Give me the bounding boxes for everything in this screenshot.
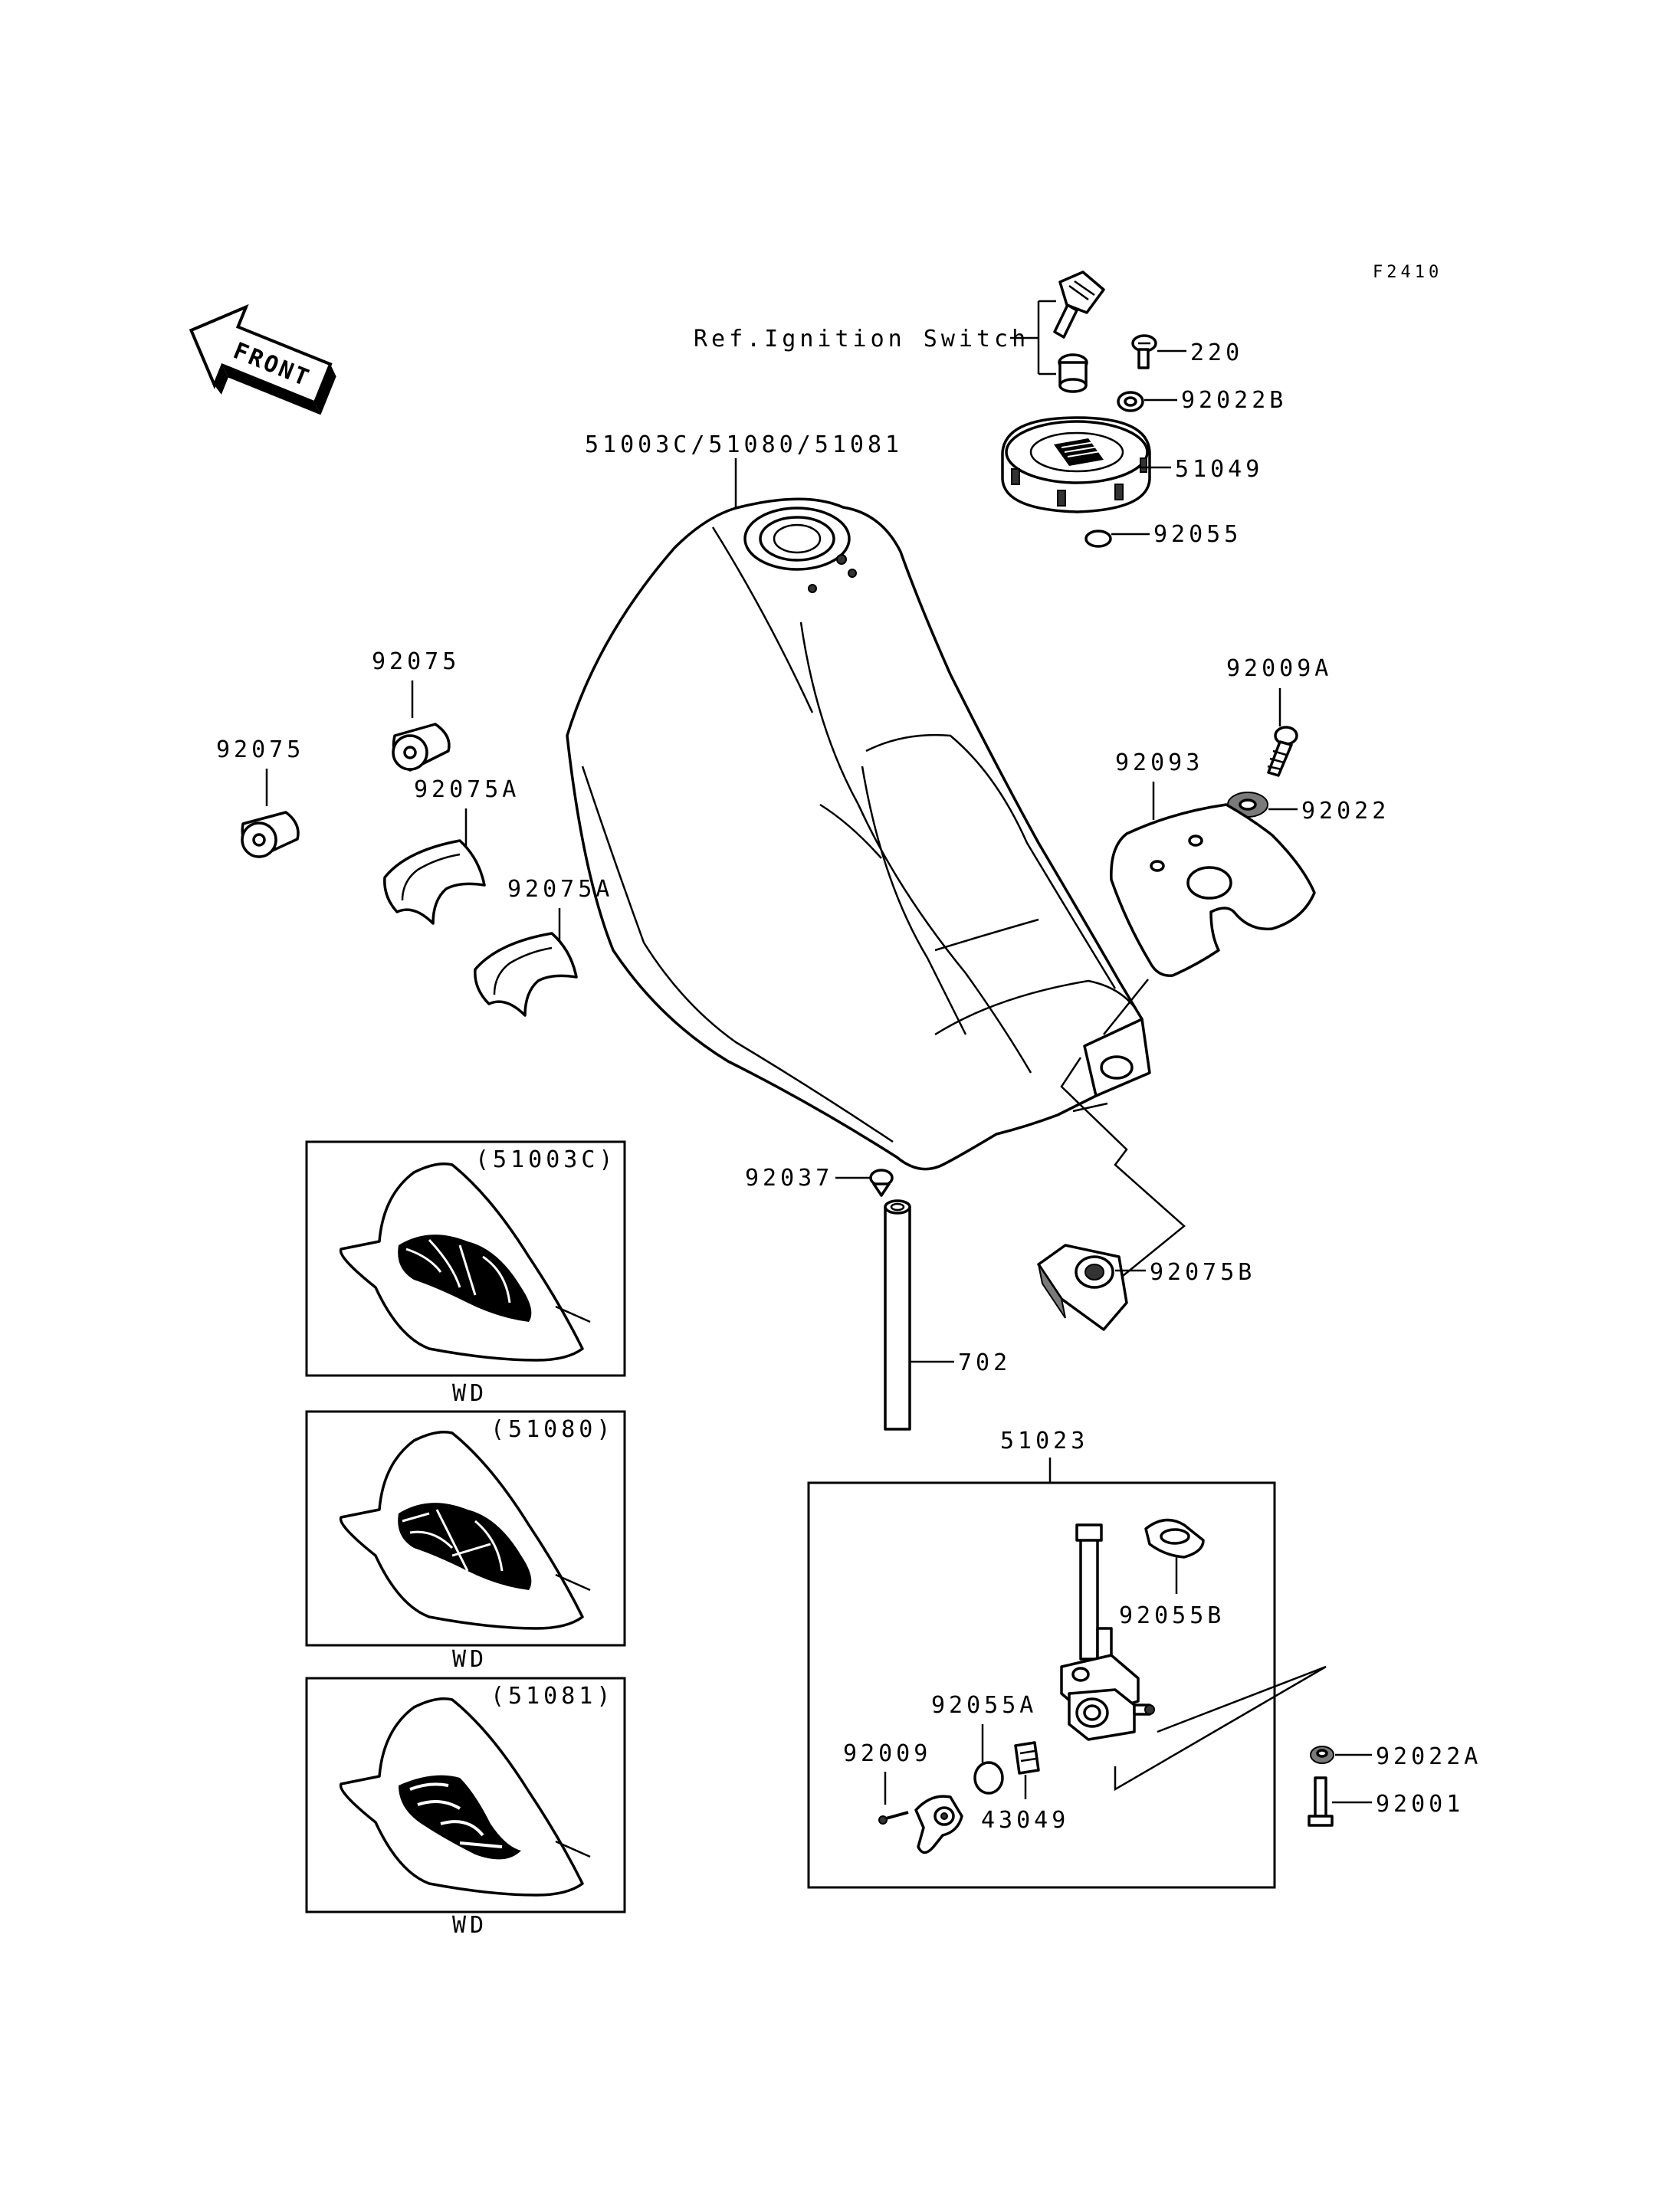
screw-220-icon	[1131, 334, 1157, 369]
bolt-92009A-icon	[1267, 726, 1298, 777]
variant-code-51080: (51080)	[491, 1416, 614, 1443]
label-92009A: 92009A	[1226, 655, 1332, 682]
diagram-code: F2410	[1373, 263, 1442, 282]
label-92037: 92037	[745, 1165, 833, 1192]
valve-lever-icon	[914, 1795, 963, 1854]
clip-92037-icon	[869, 1169, 894, 1197]
variant-code-51003C: (51003C)	[475, 1146, 617, 1173]
label-92001: 92001	[1376, 1791, 1464, 1818]
label-92009: 92009	[843, 1740, 931, 1767]
washer-92022B-icon	[1117, 391, 1144, 412]
variant-panel-51003C: (51003C) WD	[305, 1140, 626, 1407]
label-92075-left: 92075	[216, 736, 304, 763]
ignition-bracket	[1010, 300, 1056, 375]
rubber-92075A-upper-icon	[383, 839, 486, 925]
fuel-valve-kit-box	[807, 1481, 1276, 1889]
variant-panel-51080: (51080) WD	[305, 1410, 626, 1673]
rubber-92075-upper-icon	[392, 723, 451, 772]
rubber-92075-left-icon	[241, 811, 300, 858]
lock-cylinder-icon	[1058, 353, 1088, 393]
label-92075B: 92075B	[1150, 1259, 1255, 1286]
variant-tag-51003C: WD	[452, 1380, 487, 1407]
tank-graphic-51081-icon	[339, 1697, 591, 1897]
ref-ignition-switch-label: Ref.Ignition Switch	[694, 326, 1029, 353]
label-tank: 51003C/51080/51081	[585, 431, 903, 458]
variant-tag-51081: WD	[452, 1912, 487, 1939]
label-92075A-upper: 92075A	[414, 776, 520, 803]
washer-92022A-icon	[1310, 1746, 1334, 1764]
variant-code-51081: (51081)	[491, 1683, 614, 1710]
label-92022B: 92022B	[1181, 387, 1287, 414]
label-92022: 92022	[1301, 798, 1390, 825]
rubber-92075A-lower-icon	[474, 932, 578, 1017]
label-51049: 51049	[1175, 456, 1263, 483]
fuel-tank-icon	[566, 497, 1151, 1171]
filter-43049-icon	[1014, 1741, 1040, 1775]
tank-graphic-51003C-icon	[339, 1162, 591, 1362]
label-92022A: 92022A	[1376, 1743, 1481, 1770]
front-arrow-icon: FRONT	[189, 303, 336, 415]
ignition-key-icon	[1053, 271, 1105, 339]
screw-92009-icon	[878, 1811, 909, 1825]
plate-92093-icon	[1110, 803, 1316, 977]
label-92075-upper: 92075	[372, 648, 460, 675]
label-92055: 92055	[1153, 521, 1242, 548]
variant-panel-51081: (51081) WD	[305, 1677, 626, 1939]
label-92075A-lower: 92075A	[507, 876, 613, 903]
label-92055B: 92055B	[1119, 1602, 1225, 1629]
variant-tag-51080: WD	[452, 1646, 487, 1673]
label-92093: 92093	[1115, 749, 1203, 776]
label-92055A: 92055A	[931, 1692, 1037, 1719]
fuel-valve-icon	[1060, 1523, 1155, 1741]
label-43049: 43049	[981, 1807, 1069, 1834]
oring-92055A-icon	[973, 1761, 1004, 1795]
hose-702-icon	[884, 1199, 911, 1431]
damper-92075B-icon	[1037, 1244, 1128, 1331]
oring-92055-icon	[1084, 530, 1112, 548]
fuel-cap-51049-icon	[1001, 416, 1151, 513]
tank-graphic-51080-icon	[339, 1431, 591, 1630]
bolt-92001-icon	[1308, 1776, 1334, 1827]
gasket-92055B-icon	[1144, 1518, 1205, 1559]
label-702: 702	[958, 1349, 1011, 1376]
label-220: 220	[1190, 339, 1243, 366]
label-51023: 51023	[1000, 1428, 1088, 1454]
